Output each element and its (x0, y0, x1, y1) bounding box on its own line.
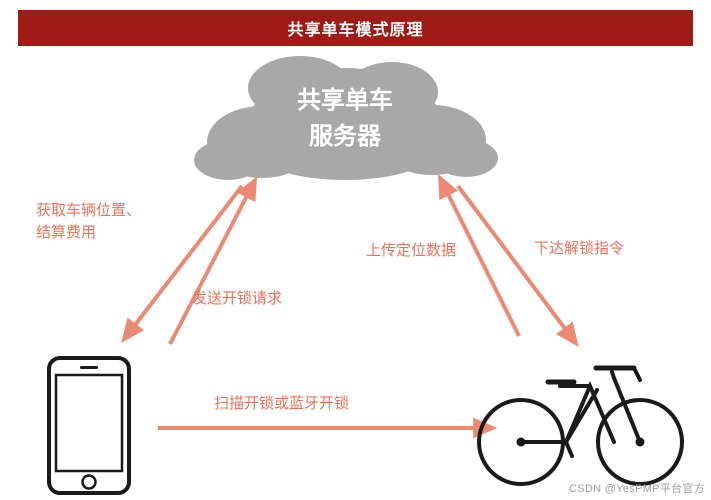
bicycle (477, 365, 684, 486)
edge-label-fetch: 获取车辆位置、 结算费用 (36, 202, 142, 241)
arrow-upload-location (437, 173, 521, 337)
edge-label-unlock-request: 发送开锁请求 (192, 290, 283, 307)
server-cloud (194, 56, 498, 180)
edge-label-upload-location: 上传定位数据 (366, 242, 457, 259)
edge-label-unlock-command: 下达解锁指令 (534, 240, 625, 257)
smartphone (47, 356, 131, 495)
page-title: 共享单车模式原理 (287, 22, 424, 39)
arrow-unlock-request (168, 176, 258, 345)
page-title-bar: 共享单车模式原理 (18, 10, 693, 46)
watermark: CSDN @YesPMP平台官方 (569, 483, 705, 495)
arrow-fetch (121, 184, 244, 343)
arrow-unlock-command (456, 184, 579, 347)
edge-label-scan-or-bluetooth: 扫描开锁或蓝牙开锁 (214, 395, 350, 412)
